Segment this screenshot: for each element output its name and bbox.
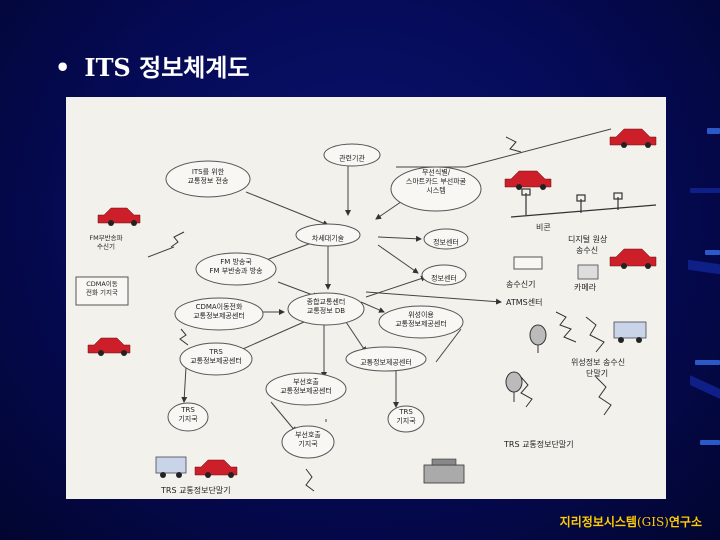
car-icons: [87, 128, 657, 478]
building-icon: [423, 458, 465, 484]
beacon-poles: [510, 188, 657, 218]
satellite-dish-icon: [505, 371, 523, 393]
car-icon: [97, 207, 141, 224]
node-label-fm-receiver: 수신기: [97, 241, 115, 250]
wireless-links: [170, 136, 612, 492]
node-label-info-center-1: 정보센터: [433, 237, 459, 246]
beacon-label: 비콘: [536, 223, 551, 232]
digital-transceiver-label-1: 디지털 원상: [568, 234, 608, 244]
car-icon: [504, 170, 552, 188]
connector-lines: [147, 128, 612, 433]
node-label-wireless-smartcard: 시스템: [426, 186, 445, 194]
node-label-beacon-center: 부선호출: [293, 377, 319, 386]
slide-title: • ITS 정보체계도: [55, 48, 250, 83]
car-icon: [609, 248, 657, 267]
decor-bar: [700, 440, 720, 445]
node-label-cdma-center: 교통정보제공센터: [193, 311, 245, 320]
title-text: ITS 정보체계도: [84, 53, 250, 82]
node-label-trs-center: TRS: [208, 348, 223, 356]
node-label-info-center-2: 정보센터: [431, 273, 457, 282]
van-icons: [155, 321, 647, 478]
node-label-pager-base: 기지국: [298, 439, 318, 448]
node-label-fm-receiver: FM부반송파: [89, 233, 122, 242]
node-label-integrated-center: 교통정보 DB: [307, 306, 345, 315]
decor-bar: [688, 259, 720, 275]
trs-terminal-bottom-label: TRS 교통정보단말기: [160, 485, 231, 495]
box-shapes: [75, 256, 543, 306]
decor-bar: [707, 128, 720, 134]
decor-bar: [705, 250, 720, 255]
node-label-cdma-phone: CDMA이동: [86, 279, 118, 288]
node-label-trs-base-2: TRS: [398, 408, 413, 416]
car-icon: [194, 459, 238, 476]
node-shapes: [165, 143, 482, 459]
decor-bar: [690, 375, 720, 399]
node-label-cdma-phone: 전화 기지국: [86, 287, 118, 296]
van-icon: [155, 456, 187, 474]
footer-credit: 지리정보시스템(GIS)연구소: [560, 513, 702, 530]
node-label-roadside-info: 차세대기술: [312, 233, 345, 242]
camera-icon: [577, 264, 599, 280]
misc-labels: 비콘 디지털 원상 송수신 송수신기 카메라 ATMS센터 위성정보 송수신 단…: [160, 223, 625, 495]
node-label-trs-center: 교통정보제공센터: [190, 356, 242, 365]
node-label-fm-station: FM 부반송과 방송: [209, 266, 263, 275]
satellite-terminal-label-2: 단말기: [586, 368, 608, 378]
satellite-dish-icons: [505, 324, 547, 402]
node-label-trs-base-1: 기지국: [178, 414, 198, 423]
node-label-wireless-smartcard: 무선식별/: [422, 167, 451, 176]
trs-terminal-label: TRS 교통정보단말기: [503, 439, 574, 449]
digital-transceiver-label-2: 송수신: [576, 246, 598, 255]
footer-prefix: 지리정보시스템: [559, 515, 637, 529]
node-label-traffic-info-center: 교통정보제공센터: [360, 357, 412, 366]
node-label-related-agency: 관련기관: [339, 153, 365, 162]
title-bullet: •: [55, 53, 71, 82]
decor-bar: [695, 360, 720, 365]
decor-bar: [690, 188, 720, 193]
node-label-satellite-center: 교통정보제공센터: [395, 319, 447, 328]
car-icon: [87, 337, 131, 354]
node-label-fm-station: FM 방송국: [220, 257, 252, 266]
node-label-beacon-center: 교통정보제공센터: [280, 386, 332, 395]
node-label-integrated-center: 종합교통센터: [307, 297, 346, 306]
atms-center-label: ATMS센터: [506, 297, 542, 307]
node-label-its-traffic-info: 교통정보 전송: [188, 176, 229, 185]
node-label-satellite-center: 위성이용: [408, 310, 434, 319]
satellite-terminal-label-1: 위성정보 송수신: [571, 357, 625, 367]
van-icon: [613, 321, 647, 339]
footer-suffix: 연구소: [668, 515, 702, 529]
node-label-trs-base-1: TRS: [180, 406, 195, 414]
node-label-wireless-smartcard: 스마트카드 부선파굴: [406, 176, 467, 185]
node-label-cdma-center: CDMA이동전화: [196, 302, 243, 311]
node-label-pager-base: 부선호출: [295, 430, 321, 439]
satellite-dish-icon: [529, 324, 547, 346]
car-icon: [609, 128, 657, 146]
transceiver-label: 송수신기: [506, 280, 535, 289]
camera-label: 카메라: [574, 283, 597, 292]
footer-mid: (GIS): [636, 515, 669, 529]
node-label-trs-base-2: 기지국: [396, 416, 416, 425]
node-label-its-traffic-info: ITS를 위한: [192, 168, 225, 176]
